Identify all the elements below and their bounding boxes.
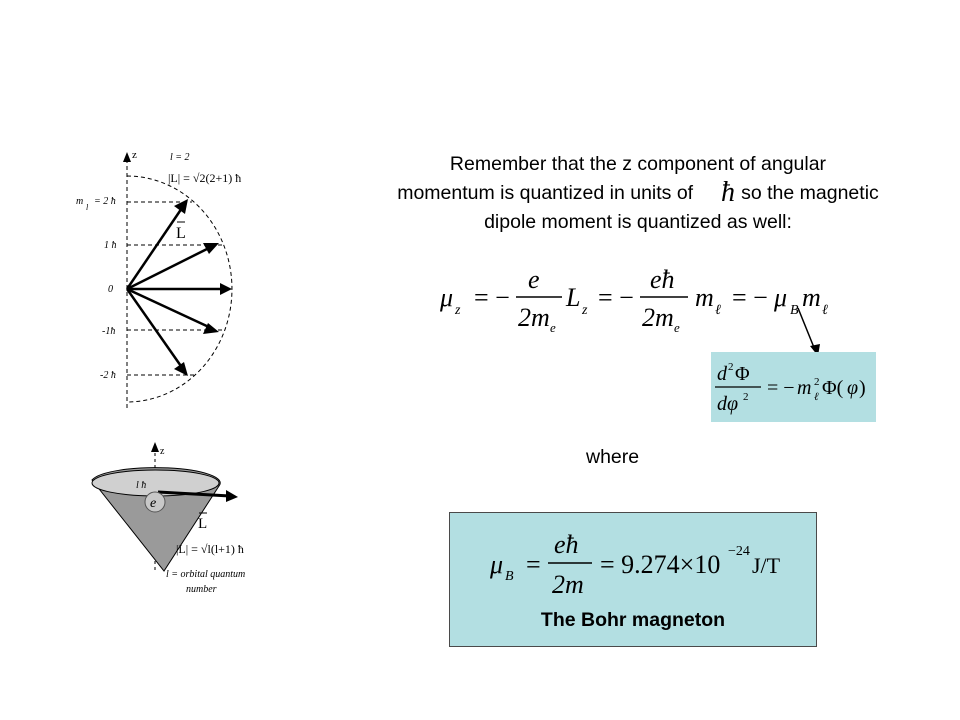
svg-text:= −: = − [767,377,795,399]
svg-text:2m: 2m [642,303,674,332]
z-axis-arrow [123,152,131,162]
orbital-cone-diagram: z l ħ e L |L| = √l(l+1) ħ l = orbital qu… [91,442,245,595]
svg-text:e: e [550,320,556,335]
L-vector-m1 [126,245,212,291]
cone-top-label: l ħ [136,480,146,491]
svg-text:2: 2 [814,376,820,388]
level-1-label: 1 ħ [104,240,117,251]
svg-text:): ) [859,377,866,399]
svg-text:m: m [802,283,821,312]
svg-text:−24: −24 [728,544,750,559]
svg-text:=: = [526,550,541,579]
svg-text:ℓ: ℓ [715,303,721,318]
svg-text:e: e [674,320,680,335]
space-quantization-diagram: z l = 2 |L| = √2(2+1) ħ L m l = 2 ħ 1 ħ … [76,149,241,408]
pointer-arrow [797,307,820,356]
intro-line-2a: momentum is quantized in units of [397,182,694,204]
l-value-label: l = 2 [170,152,190,163]
L-vector-m-2 [125,288,185,370]
svg-text:2m: 2m [518,303,550,332]
ml-subscript: l [86,203,89,212]
svg-text:Φ: Φ [735,363,750,385]
svg-text:2: 2 [728,361,734,373]
svg-text:z: z [454,303,461,318]
svg-text:eħ: eħ [650,265,675,294]
svg-text:ℓ: ℓ [822,303,828,318]
svg-text:B: B [505,569,514,584]
L-vector-label: L [198,516,207,532]
svg-text:Φ(: Φ( [822,377,844,399]
level-0-label: 0 [108,284,113,295]
svg-text:ℓ: ℓ [814,391,819,403]
svg-text:J/T: J/T [752,553,781,578]
svg-text:μ: μ [440,283,453,312]
hbar-symbol: ħ [721,177,735,208]
intro-text: Remember that the z component of angular… [338,150,938,237]
electron-label: e [150,496,156,511]
intro-line-3: dipole moment is quantized as well: [484,211,792,233]
svg-text:2m: 2m [552,570,584,599]
level-2-label: = 2 ħ [94,196,116,207]
magnitude-label: |L| = √2(2+1) ħ [168,171,241,185]
svg-text:e: e [528,265,540,294]
L-vector [157,490,231,498]
svg-text:2: 2 [743,391,749,403]
svg-text:μ: μ [490,550,503,579]
svg-text:eħ: eħ [554,530,579,559]
svg-text:φ: φ [847,377,858,399]
ml-prefix: m [76,196,83,207]
where-label: where [586,446,640,468]
svg-text:L: L [565,283,580,312]
bohr-magneton-caption: The Bohr magneton [540,609,726,631]
z-axis-label: z [132,149,137,161]
svg-text:m: m [797,377,811,399]
L-vector-m2 [125,204,186,290]
definition-line-2: number [186,584,217,595]
L-vector-label: L [176,225,186,242]
svg-text:d: d [717,363,728,385]
definition-line-1: l = orbital quantum [166,569,245,580]
magnitude-label: |L| = √l(l+1) ħ [176,542,244,556]
svg-text:= −: = − [732,283,768,312]
intro-line-2b: so the magnetic [741,182,879,204]
svg-text:= −: = − [474,283,510,312]
svg-text:m: m [695,283,714,312]
z-axis-label: z [160,446,165,457]
level-minus2-label: -2 ħ [100,370,116,381]
intro-line-1: Remember that the z component of angular [449,153,827,175]
svg-text:= 9.274×10: = 9.274×10 [600,550,720,579]
z-axis-arrow [151,442,159,452]
svg-text:B: B [790,303,799,318]
svg-text:z: z [581,303,588,318]
svg-text:dφ: dφ [717,393,738,415]
svg-text:= −: = − [598,283,634,312]
electron-circle [144,491,166,513]
L-vector-m-1 [126,287,212,330]
level-minus1-label: -1ħ [102,326,115,337]
svg-text:μ: μ [773,283,787,312]
